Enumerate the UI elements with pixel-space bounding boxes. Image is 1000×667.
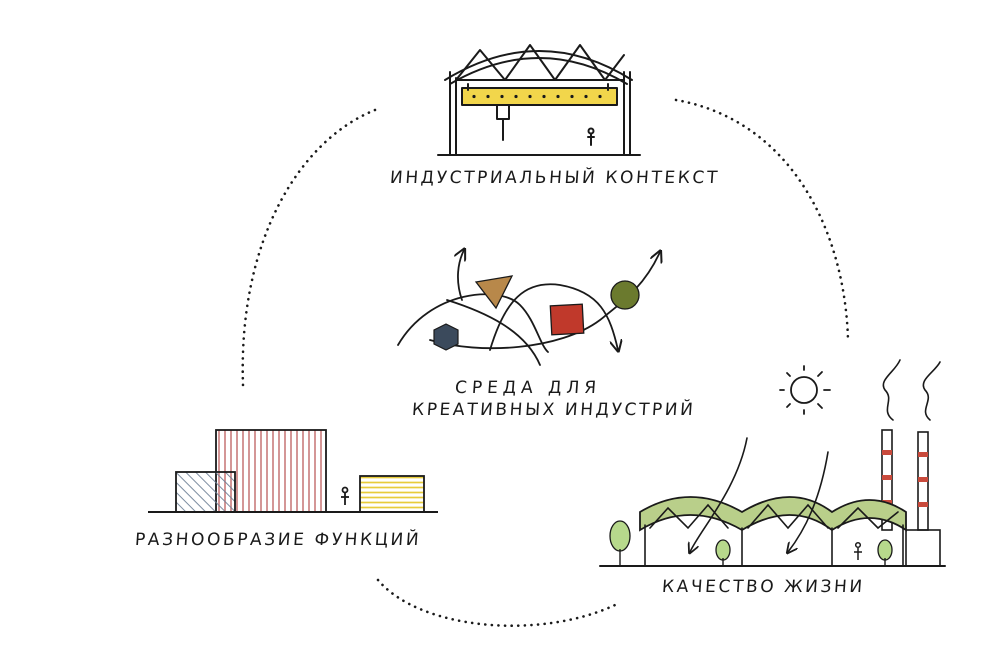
tree-icon: [877, 539, 893, 566]
building-tall-red: [215, 429, 327, 513]
triangle-shape: [474, 275, 514, 310]
dotted-arc-right: [674, 98, 850, 342]
circle-shape: [610, 280, 640, 310]
crane-hook: [496, 104, 510, 120]
dotted-arc-left: [241, 108, 377, 387]
tree-icon: [715, 539, 731, 566]
person-icon: [341, 486, 349, 505]
hexagon-shape: [433, 323, 459, 351]
quality-of-life-scene: [599, 359, 946, 567]
sawtooth-roof: [639, 496, 907, 532]
person-icon: [587, 127, 595, 146]
hall-truss: [455, 44, 625, 81]
label-diversity: РАЗНООБРАЗИЕ ФУНКЦИЙ: [134, 530, 422, 550]
diversity-buildings: [148, 429, 438, 513]
crane-beam: [461, 87, 618, 106]
building-yellow: [359, 475, 425, 513]
dotted-arc-bottom: [376, 578, 617, 627]
square-shape: [549, 303, 585, 336]
industrial-hall-icon: [437, 44, 641, 156]
hall-roof-arch: [444, 50, 633, 81]
cycle-dotted-arcs: [241, 98, 850, 627]
person-icon: [854, 541, 862, 560]
label-industrial-context: ИНДУСТРИАЛЬНЫЙ КОНТЕКСТ: [389, 168, 721, 188]
label-creative-line2: КРЕАТИВНЫХ ИНДУСТРИЙ: [411, 400, 697, 420]
sun-icon: [779, 365, 831, 415]
building-blue: [175, 471, 236, 513]
label-quality-of-life: КАЧЕСТВО ЖИЗНИ: [661, 577, 866, 597]
tree-icon: [609, 520, 631, 566]
creative-sketch: [397, 250, 660, 366]
label-creative-line1: СРЕДА ДЛЯ: [454, 378, 602, 398]
